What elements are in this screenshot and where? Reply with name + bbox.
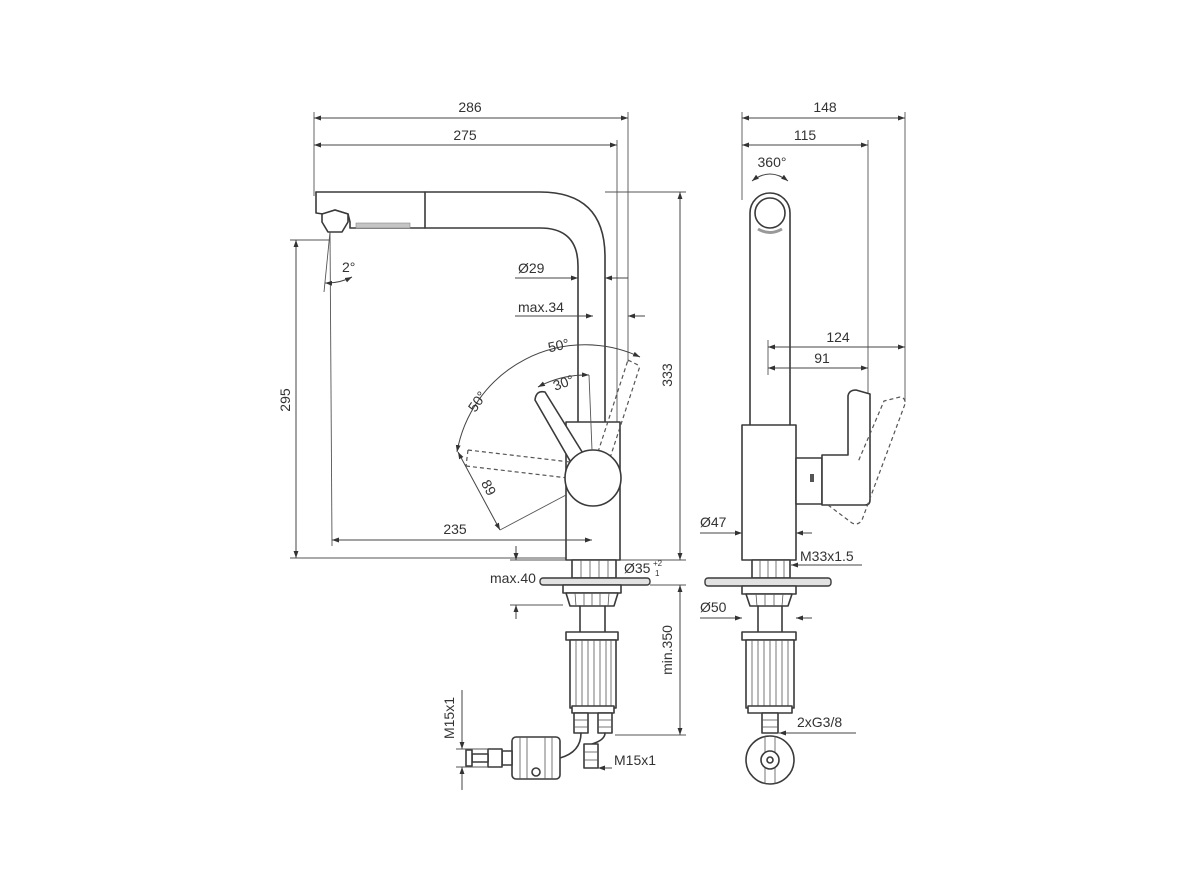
label-50-degree-left: 50° xyxy=(465,388,490,415)
front-view: 286 275 2° Ø29 max.34 50° 30° 50° 89 333… xyxy=(277,99,686,790)
temperature-marker xyxy=(810,474,814,482)
side-base-plate xyxy=(704,577,832,587)
label-30-degree: 30° xyxy=(551,371,576,393)
threaded-shank xyxy=(569,639,617,709)
side-extension-lines xyxy=(741,112,906,420)
label-tolerance-upper: +2 xyxy=(653,559,663,568)
side-lever xyxy=(821,389,906,525)
label-115: 115 xyxy=(794,127,817,143)
label-tolerance-lower: 1 xyxy=(655,569,660,578)
label-295: 295 xyxy=(277,388,293,412)
side-view: 148 115 360° 124 91 Ø47 M33x1.5 Ø50 2xG3… xyxy=(700,99,906,785)
hose-connector xyxy=(583,743,599,769)
spout xyxy=(315,191,606,423)
label-286: 286 xyxy=(458,99,482,115)
hose-fitting-left xyxy=(573,712,589,734)
label-89: 89 xyxy=(478,477,500,498)
label-max-34: max.34 xyxy=(518,299,564,315)
spray-face xyxy=(355,222,411,229)
spout-tilt-angle xyxy=(323,231,353,293)
front-extension-lines xyxy=(290,112,686,736)
label-333: 333 xyxy=(659,363,675,387)
label-148: 148 xyxy=(813,99,837,115)
label-m15x1-right: M15x1 xyxy=(614,752,656,768)
side-hose-fitting xyxy=(761,712,779,734)
label-diameter-50: Ø50 xyxy=(700,599,727,615)
hose-fitting-right xyxy=(597,712,613,734)
label-2-degree: 2° xyxy=(342,259,355,275)
swivel-arc xyxy=(751,173,789,182)
label-235: 235 xyxy=(443,521,467,537)
base-plate xyxy=(539,577,651,586)
label-124: 124 xyxy=(826,329,850,345)
label-m15x1-vertical: M15x1 xyxy=(441,697,457,739)
lever-dashed-left xyxy=(465,449,571,479)
label-275: 275 xyxy=(453,127,477,143)
spray-nozzle xyxy=(321,209,349,233)
label-360-degree: 360° xyxy=(758,154,787,170)
mounting-assembly xyxy=(539,559,651,769)
diverter-valve xyxy=(465,736,561,780)
label-2xg3-8: 2xG3/8 xyxy=(797,714,842,730)
label-max-40: max.40 xyxy=(490,570,536,586)
label-diameter-29: Ø29 xyxy=(518,260,545,276)
label-91: 91 xyxy=(814,350,830,366)
side-spout xyxy=(749,192,791,426)
side-dimension-lines xyxy=(700,115,905,736)
label-50-degree-top: 50° xyxy=(546,335,570,355)
label-diameter-47: Ø47 xyxy=(700,514,727,530)
label-m33x1-5: M33x1.5 xyxy=(800,548,854,564)
side-mounting-assembly xyxy=(704,559,832,785)
side-body xyxy=(741,424,823,561)
label-min-350: min.350 xyxy=(659,625,675,675)
lever-angle-arcs xyxy=(455,344,641,453)
label-diameter-35: Ø35 xyxy=(624,560,651,576)
dimension-lever-89 xyxy=(457,451,567,531)
front-dimension-lines xyxy=(293,115,683,790)
